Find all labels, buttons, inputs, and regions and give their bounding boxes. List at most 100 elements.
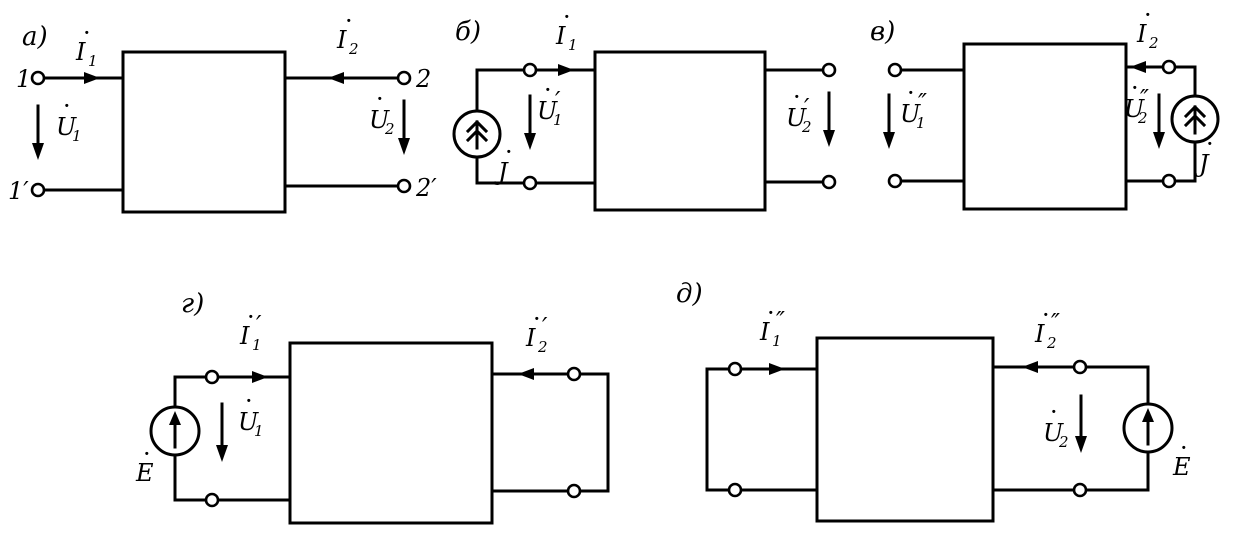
svg-text:·: · bbox=[505, 138, 513, 166]
panel-g-two-port-box bbox=[288, 341, 494, 525]
current-source-j-icon bbox=[465, 128, 489, 143]
source-label-e: E bbox=[1172, 453, 1191, 481]
terminal bbox=[522, 175, 538, 191]
svg-text:·: · bbox=[533, 305, 541, 333]
panel-b-wire bbox=[475, 156, 526, 185]
voltage-label-u2-sub: 2 bbox=[1137, 109, 1148, 127]
voltage-arrowhead-u2 bbox=[1153, 132, 1165, 149]
panel-d-wire bbox=[1084, 450, 1150, 492]
current-label-i2-sub: 2 bbox=[1148, 34, 1159, 52]
current-label-i2-sub: 2 bbox=[537, 338, 548, 356]
panel-d-wire bbox=[1084, 365, 1150, 406]
svg-text:·: · bbox=[1144, 1, 1152, 29]
voltage-arrowhead-u2 bbox=[398, 138, 410, 155]
current-label-i2-sub: 2 bbox=[348, 40, 359, 58]
voltage-label-u1-mark: ′ bbox=[555, 87, 561, 115]
terminal-1 bbox=[30, 70, 46, 86]
panel-b: б) · I 1 · U 1 ′ · U 2 ′ · J bbox=[452, 3, 837, 212]
current-label-i1: I bbox=[555, 22, 566, 50]
terminal bbox=[821, 62, 837, 78]
panel-d-two-port-box bbox=[815, 336, 995, 523]
panel-b-two-port-box bbox=[593, 50, 767, 212]
terminal bbox=[1161, 173, 1177, 189]
panel-v-wire bbox=[1173, 141, 1197, 183]
svg-text:·: · bbox=[1206, 130, 1214, 158]
panel-a: а) 1 1′ 2 2′ · I 1 · I 2 · U 1 · U 2 bbox=[8, 7, 437, 214]
voltage-label-u2: U bbox=[786, 104, 807, 132]
terminal bbox=[566, 483, 582, 499]
terminal bbox=[887, 173, 903, 189]
current-arrow-i2 bbox=[328, 72, 344, 84]
terminal-2-prime bbox=[396, 178, 412, 194]
voltage-label-u1-mark: ″ bbox=[918, 89, 927, 117]
svg-text:·: · bbox=[544, 76, 552, 104]
current-arrow-i2 bbox=[1130, 61, 1146, 73]
terminal-1-prime-label: 1′ bbox=[8, 177, 29, 205]
voltage-label-u2-mark: ′ bbox=[804, 94, 810, 122]
svg-text:·: · bbox=[1131, 74, 1139, 102]
panel-v-wire bbox=[1173, 65, 1197, 97]
current-label-i1-mark: ″ bbox=[776, 307, 785, 335]
current-label-i2-mark: ″ bbox=[1051, 309, 1060, 337]
svg-text:·: · bbox=[345, 7, 353, 35]
current-label-i1: I bbox=[75, 38, 86, 66]
panel-v-tag: в) bbox=[870, 17, 895, 47]
terminal bbox=[821, 174, 837, 190]
source-label-e: E bbox=[135, 459, 154, 487]
terminal bbox=[522, 62, 538, 78]
svg-text:·: · bbox=[376, 85, 384, 113]
current-label-i2: I bbox=[1136, 20, 1147, 48]
current-arrow-i2 bbox=[518, 368, 534, 380]
svg-text:·: · bbox=[793, 83, 801, 111]
svg-text:·: · bbox=[1050, 398, 1058, 426]
terminal-1-label: 1 bbox=[16, 65, 31, 93]
current-arrow-i1 bbox=[252, 371, 268, 383]
voltage-label-u2: U bbox=[1043, 419, 1064, 447]
panel-g-wire bbox=[173, 375, 208, 409]
panel-d-short-circuit-wire bbox=[705, 367, 731, 492]
voltage-label-u2: U bbox=[369, 106, 390, 134]
current-label-i1: I bbox=[239, 322, 250, 350]
voltage-label-u1: U bbox=[537, 97, 558, 125]
terminal-2-prime-label: 2′ bbox=[415, 174, 437, 202]
terminal bbox=[727, 482, 743, 498]
svg-text:·: · bbox=[1180, 434, 1188, 462]
panel-d: д) · I 1 ″ · I 2 ″ · U 2 · E bbox=[676, 279, 1191, 523]
panel-a-tag: а) bbox=[22, 22, 48, 52]
voltage-label-u1: U bbox=[56, 113, 77, 141]
terminal bbox=[566, 366, 582, 382]
current-label-i2: I bbox=[336, 26, 347, 54]
current-label-i1: I bbox=[759, 318, 770, 346]
current-label-i2-mark: ′ bbox=[542, 313, 548, 341]
voltage-arrowhead-u1 bbox=[883, 132, 895, 149]
voltage-arrowhead-u1 bbox=[524, 133, 536, 150]
voltage-arrowhead-u1 bbox=[32, 143, 44, 160]
panel-v: в) · I 2 · U 1 ″ · U 2 ″ · J bbox=[870, 1, 1220, 211]
current-label-i1-sub: 1 bbox=[88, 52, 98, 70]
current-label-i1-mark: ′ bbox=[256, 311, 262, 339]
current-label-i2: I bbox=[1034, 320, 1045, 348]
svg-text:·: · bbox=[245, 387, 253, 415]
voltage-label-u2: U bbox=[1124, 95, 1145, 123]
svg-text:·: · bbox=[907, 79, 915, 107]
panel-a-two-port-box bbox=[121, 50, 287, 214]
svg-text:·: · bbox=[83, 19, 91, 47]
panel-b-wire bbox=[475, 68, 526, 112]
voltage-label-u2-mark: ″ bbox=[1140, 85, 1149, 113]
svg-text:·: · bbox=[1042, 301, 1050, 329]
terminal bbox=[204, 492, 220, 508]
svg-text:·: · bbox=[143, 440, 151, 468]
current-label-i1-sub: 1 bbox=[568, 36, 578, 54]
current-source-j-icon bbox=[1183, 104, 1207, 119]
svg-text:·: · bbox=[767, 299, 775, 327]
current-label-i1-sub: 1 bbox=[772, 332, 782, 350]
current-arrow-i1 bbox=[84, 72, 100, 84]
current-label-i1-sub: 1 bbox=[252, 336, 262, 354]
voltage-source-e-icon bbox=[1142, 408, 1154, 422]
voltage-arrowhead-u2 bbox=[1075, 436, 1087, 453]
terminal bbox=[204, 369, 220, 385]
terminal bbox=[887, 62, 903, 78]
current-source-j-icon bbox=[465, 119, 489, 134]
terminal-2-label: 2 bbox=[415, 65, 431, 93]
voltage-label-u2-sub: 2 bbox=[1058, 433, 1069, 451]
